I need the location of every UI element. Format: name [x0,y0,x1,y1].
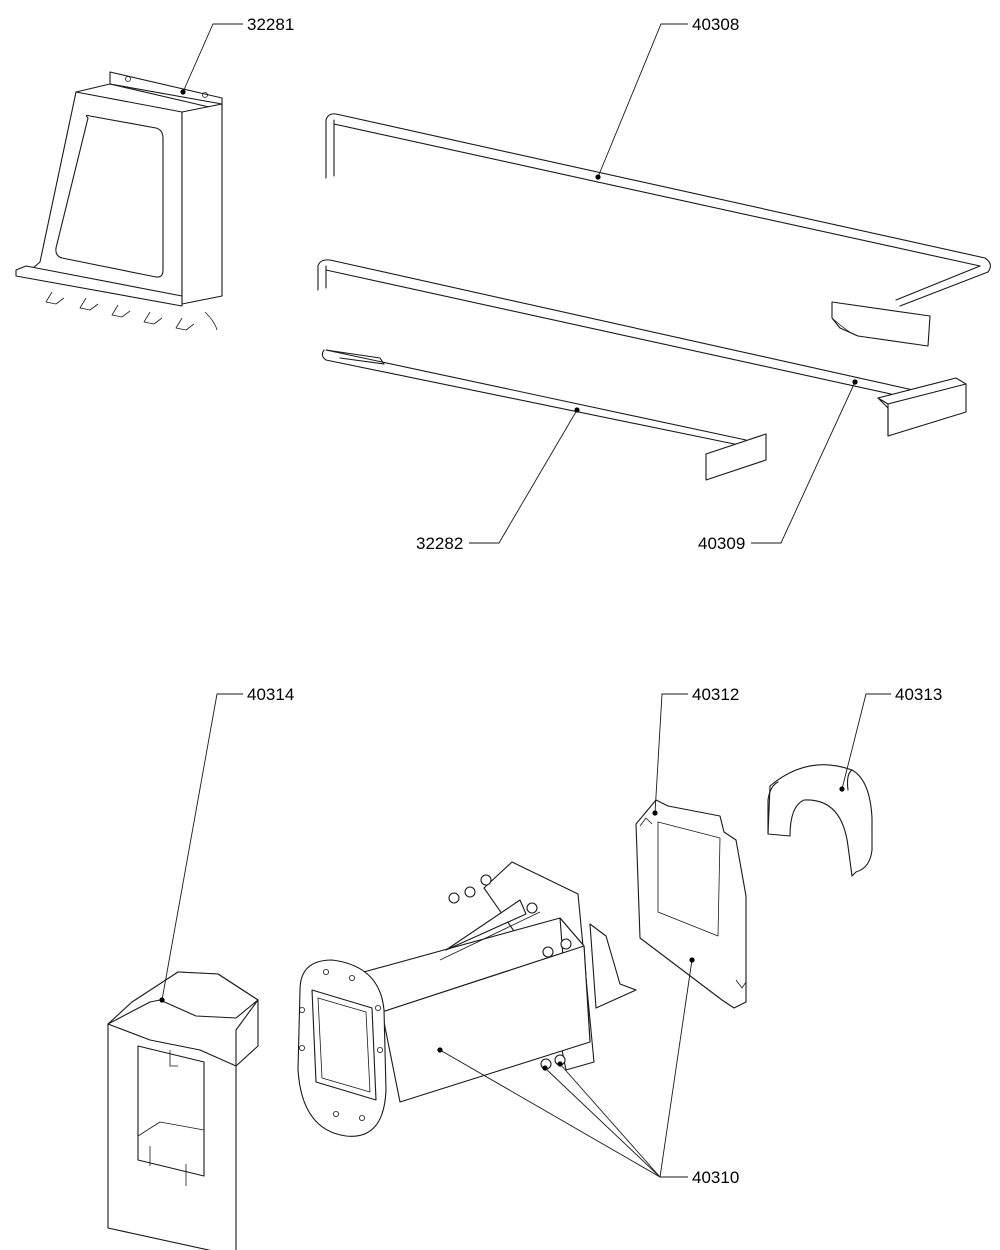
part-number-40310: 40310 [692,1168,739,1187]
rake-rod-40308-drawing [325,113,991,347]
rod-40309-drawing [317,259,967,437]
arch-insulation-drawing [767,764,873,877]
leader-dot [557,1061,563,1067]
leader-dot [595,174,601,180]
part-number-40308: 40308 [692,15,739,34]
leader-dot [437,1047,443,1053]
part-number-32282: 32282 [416,534,463,553]
part-number-40313: 40313 [895,685,942,704]
insulation-block-drawing [107,971,259,1250]
rod-32282-drawing [321,349,767,481]
leader-dot [574,407,580,413]
part-number-32281: 32281 [247,15,294,34]
burner-tube-drawing [297,861,637,1137]
part-number-40309: 40309 [698,534,745,553]
leader-dot [852,379,858,385]
leader-dot [839,786,845,792]
part-number-40312: 40312 [692,685,739,704]
tool-holder-bracket-drawing [15,71,223,331]
leader-dot [180,89,186,95]
leader-lines [161,23,891,1178]
leader-dot [542,1065,548,1071]
leader-dot [652,810,658,816]
gasket-plate-drawing [635,799,747,1009]
part-number-labels: 32281 40308 32282 40309 40314 40312 4031… [247,15,942,1187]
leader-dot [159,997,165,1003]
part-number-40314: 40314 [247,685,294,704]
leader-dots [159,89,858,1071]
leader-dot [689,957,695,963]
